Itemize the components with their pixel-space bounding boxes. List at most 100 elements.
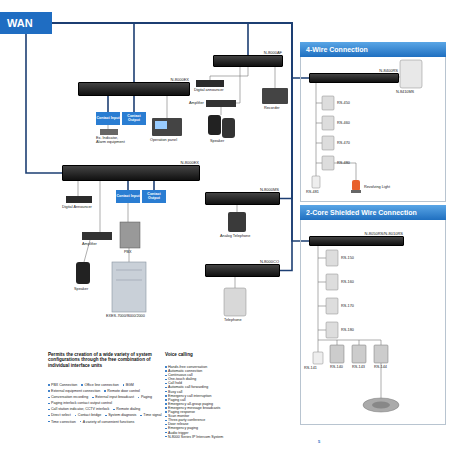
device-label: RS-470 — [337, 141, 350, 145]
network-line — [127, 181, 129, 190]
network-line — [26, 34, 62, 173]
station — [374, 345, 388, 363]
node-text: N-8000AF — [264, 50, 282, 55]
list-item: Emergency message broadcasts — [165, 406, 275, 410]
contact-box: Contact Input — [96, 112, 120, 125]
node-text: Contact Input — [116, 195, 139, 199]
station — [352, 345, 366, 363]
list-item: Automatic connection — [165, 369, 275, 373]
section-heading: Permits the creation of a wide variety o… — [48, 352, 162, 368]
list-item: N-8000 Series IP Intercom System — [165, 435, 275, 439]
node-text: N-8000EX — [181, 160, 199, 165]
device-label: RS-140 — [330, 365, 343, 369]
node-text: N-8400RS — [379, 68, 398, 73]
node-text: WAN — [7, 17, 33, 29]
station — [322, 96, 334, 110]
list-item: Paging call — [165, 398, 275, 402]
operation-panel — [152, 118, 182, 136]
exchange-unit: N-8000EX — [78, 82, 190, 96]
wire — [334, 163, 356, 180]
interface-unit: N-8400RS — [309, 73, 399, 83]
wire — [316, 123, 322, 124]
list-item: Emergency paging — [165, 426, 275, 430]
device-label: RS-450 — [337, 101, 350, 105]
speaker-cone — [372, 402, 390, 409]
wan-tab: WAN — [0, 12, 52, 34]
network-line — [52, 23, 134, 82]
device-label: Telephone — [224, 318, 242, 322]
wire — [108, 125, 109, 129]
device-label: Digital announcer — [194, 88, 224, 92]
node-text: Contact Output — [142, 193, 166, 201]
list-item: Scan monitor — [165, 414, 275, 418]
revolving-light — [352, 180, 360, 191]
device-label: Amplifier — [82, 242, 97, 246]
node-text: N-8000MS — [260, 187, 279, 192]
amplifier — [206, 100, 236, 107]
list-item: Paging — [138, 395, 152, 399]
device-label: RS-160 — [341, 280, 354, 284]
wire — [381, 363, 382, 398]
device-label: Amplifier — [189, 101, 204, 105]
speaker — [222, 118, 235, 138]
cabinet-line — [116, 270, 142, 271]
network-line — [133, 96, 135, 112]
telephone — [224, 288, 246, 316]
exchange-unit: N-8000EX — [62, 165, 200, 181]
list-item: External equipment connection — [48, 389, 100, 393]
device-label: Speaker — [74, 287, 88, 291]
wire — [318, 245, 319, 352]
panel-screen — [155, 121, 167, 129]
node-text: N-8000CO — [260, 259, 279, 264]
function-list: Hands-free conversationAutomatic connect… — [165, 365, 275, 439]
connection-panel: 4-Wire ConnectionN-8400RS — [300, 42, 446, 202]
list-item: Contact bridge — [75, 413, 101, 417]
list-item: Remote door control — [104, 389, 140, 393]
wire — [275, 67, 276, 88]
device-label: PBX — [124, 250, 132, 254]
station — [326, 322, 338, 338]
list-item: Busy call — [165, 390, 275, 394]
wire — [318, 340, 381, 345]
wire — [316, 82, 317, 182]
list-item: Three-party conference — [165, 418, 275, 422]
light-base — [351, 190, 361, 193]
network-line — [52, 23, 292, 271]
recorder — [262, 88, 288, 104]
wire — [78, 181, 79, 196]
device-label: Analog Telephone — [220, 234, 250, 238]
list-item: External input broadcast — [92, 395, 134, 399]
list-item: Paging response — [165, 410, 275, 414]
list-item: Hands-free conversation — [165, 365, 275, 369]
device-label: Speaker — [210, 139, 224, 143]
speaker — [208, 115, 221, 135]
section-heading: Voice calling — [165, 352, 265, 357]
wire — [167, 96, 168, 118]
alarm-equipment — [100, 129, 118, 135]
device-label: RS-150 — [341, 256, 354, 260]
interface-unit: N-8000CO — [205, 264, 280, 277]
network-line — [52, 23, 309, 241]
device-label: RS-481 — [306, 190, 319, 194]
wire — [318, 330, 326, 331]
node-text: N-8050RS/N-8010RS — [365, 231, 403, 236]
connection-panel: 2-Core Shielded Wire ConnectionN-8050RS/… — [300, 205, 446, 425]
contact-box: Contact Input — [116, 190, 140, 203]
pbx — [120, 222, 140, 248]
list-item: Remote dialing — [113, 407, 140, 411]
device-label: EXES-7000/8000/2000 — [106, 314, 156, 318]
device-label: RS-460 — [337, 121, 350, 125]
network-line — [52, 23, 292, 199]
station — [312, 176, 320, 188]
list-item: Continuous call — [165, 373, 275, 377]
station — [322, 136, 334, 150]
node-text: Contact Output — [122, 115, 146, 123]
wire — [84, 240, 90, 262]
speaker — [76, 262, 90, 284]
wire — [318, 306, 326, 307]
amplifier — [82, 232, 112, 240]
wire — [236, 67, 240, 103]
